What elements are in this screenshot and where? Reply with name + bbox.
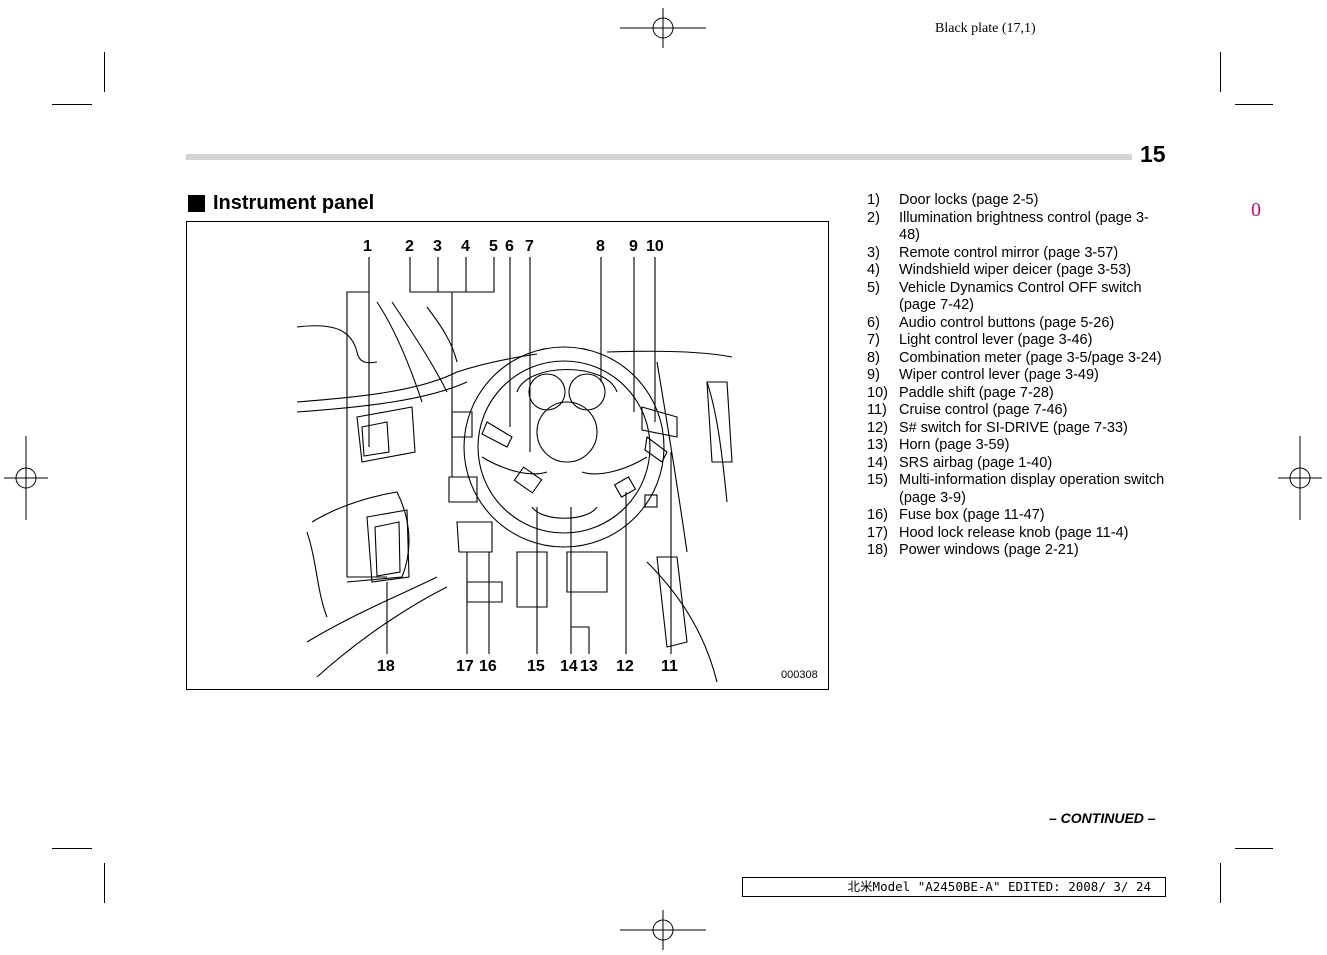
legend-item-number: 16) (867, 507, 888, 523)
callout-10: 10 (646, 238, 664, 255)
callout-4: 4 (461, 238, 470, 255)
legend-item-text: Door locks (page 2-5) (899, 192, 1039, 208)
legend-item: 7) Light control lever (page 3-46) (867, 332, 1167, 350)
section-title: Instrument panel (188, 192, 374, 215)
registration-mark-top (620, 8, 706, 48)
callout-3: 3 (433, 238, 442, 255)
legend-item-text: Wiper control lever (page 3-49) (899, 367, 1099, 383)
continued-label: – CONTINUED – (1049, 810, 1156, 826)
legend-item-number: 3) (867, 244, 880, 261)
legend-item: 17) Hood lock release knob (page 11-4) (867, 525, 1167, 543)
legend-item-text: Combination meter (page 3-5/page 3-24) (899, 349, 1162, 366)
edit-info: 北米Model "A2450BE-A" EDITED: 2008/ 3/ 24 (742, 877, 1166, 897)
crop-mark (104, 52, 105, 92)
callout-8: 8 (596, 238, 605, 255)
legend-item: 16) Fuse box (page 11-47) (867, 507, 1167, 525)
legend-item-number: 12) (867, 419, 888, 436)
section-square-icon (188, 195, 205, 212)
legend-item-number: 7) (867, 332, 880, 348)
legend-item: 11) Cruise control (page 7-46) (867, 402, 1167, 420)
legend-item-text: Light control lever (page 3-46) (899, 332, 1093, 348)
callout-2: 2 (405, 238, 414, 255)
legend-item-number: 2) (867, 209, 880, 226)
legend-item-text: Vehicle Dynamics Control OFF switch (pag… (899, 279, 1142, 314)
callout-6: 6 (505, 238, 514, 255)
figure-code: 000308 (781, 669, 818, 681)
legend-item: 8) Combination meter (page 3-5/page 3-24) (867, 350, 1167, 368)
callout-9: 9 (629, 238, 638, 255)
legend-item-number: 17) (867, 524, 888, 541)
legend-item: 14) SRS airbag (page 1-40) (867, 455, 1167, 473)
legend-item-number: 8) (867, 349, 880, 366)
callout-15: 15 (527, 658, 545, 675)
header-rule (186, 154, 1132, 160)
callout-16: 16 (479, 658, 497, 675)
legend-list: 1) Door locks (page 2-5) 2) Illumination br… (867, 192, 1167, 560)
registration-mark-bottom (620, 910, 706, 950)
legend-item-text: SRS airbag (page 1-40) (899, 454, 1053, 471)
crop-mark (1220, 863, 1221, 903)
legend-item: 2) Illumination brightness control (page … (867, 210, 1167, 245)
dashboard-drawing (296, 257, 733, 683)
legend-item: 18) Power windows (page 2-21) (867, 542, 1167, 560)
callout-1: 1 (363, 238, 372, 255)
legend-item: 4) Windshield wiper deicer (page 3-53) (867, 262, 1167, 280)
legend-item: 15) Multi-information display operation s… (867, 472, 1167, 507)
legend-item-text: Fuse box (page 11-47) (899, 507, 1045, 523)
page-number: 15 (1140, 141, 1166, 167)
legend-item-number: 13) (867, 437, 888, 453)
callout-18: 18 (377, 658, 395, 675)
legend-item: 12) S# switch for SI-DRIVE (page 7-33) (867, 420, 1167, 438)
callout-14: 14 (560, 658, 578, 675)
legend-item: 13) Horn (page 3-59) (867, 437, 1167, 455)
legend-item-number: 4) (867, 262, 880, 278)
legend-item-text: Hood lock release knob (page 11-4) (899, 524, 1129, 541)
crop-mark (1220, 52, 1221, 92)
legend-item-number: 5) (867, 279, 880, 296)
legend-item-text: Power windows (page 2-21) (899, 542, 1079, 558)
crop-mark (52, 848, 92, 849)
callout-5: 5 (489, 238, 498, 255)
section-title-text: Instrument panel (213, 192, 375, 214)
legend-item: 5) Vehicle Dynamics Control OFF switch (p… (867, 280, 1167, 315)
legend-item: 3) Remote control mirror (page 3-57) (867, 245, 1167, 263)
crop-mark (1235, 104, 1273, 105)
crop-mark (52, 104, 92, 105)
legend-item-number: 10) (867, 384, 888, 401)
legend-item-text: Paddle shift (page 7-28) (899, 384, 1054, 401)
legend-item-number: 6) (867, 314, 880, 331)
legend-item-text: Remote control mirror (page 3-57) (899, 244, 1119, 261)
instrument-panel-illustration: 1 2 3 4 5 6 7 8 9 10 18 17 16 15 14 13 1… (186, 221, 829, 690)
legend-item-number: 11) (867, 402, 887, 418)
legend-item-text: Audio control buttons (page 5-26) (899, 314, 1115, 331)
legend-item-text: Windshield wiper deicer (page 3-53) (899, 262, 1132, 278)
legend-item-text: S# switch for SI-DRIVE (page 7-33) (899, 419, 1128, 436)
callout-11: 11 (661, 658, 678, 675)
legend-item-text: Multi-information display operation swit… (899, 472, 1165, 506)
legend-item: 10) Paddle shift (page 7-28) (867, 385, 1167, 403)
callout-17: 17 (456, 658, 474, 675)
registration-mark-right (1278, 436, 1322, 520)
crop-mark (104, 863, 105, 903)
legend-item-number: 1) (867, 192, 880, 208)
crop-mark (1235, 848, 1273, 849)
legend-item: 6) Audio control buttons (page 5-26) (867, 315, 1167, 333)
legend-item-text: Horn (page 3-59) (899, 437, 1010, 453)
registration-mark-left (4, 436, 48, 520)
margin-mark: 0 (1251, 199, 1261, 221)
callout-7: 7 (525, 238, 534, 255)
legend-item-number: 14) (867, 454, 888, 471)
legend-item: 9) Wiper control lever (page 3-49) (867, 367, 1167, 385)
plate-label: Black plate (17,1) (935, 21, 1036, 36)
callout-13: 13 (580, 658, 598, 675)
legend-item: 1) Door locks (page 2-5) (867, 192, 1167, 210)
callout-12: 12 (616, 658, 634, 675)
legend-item-number: 18) (867, 542, 888, 558)
legend-item-number: 9) (867, 367, 880, 383)
legend-item-text: Illumination brightness control (page 3-… (899, 209, 1149, 244)
legend-item-text: Cruise control (page 7-46) (899, 402, 1068, 418)
legend-item-number: 15) (867, 472, 888, 488)
